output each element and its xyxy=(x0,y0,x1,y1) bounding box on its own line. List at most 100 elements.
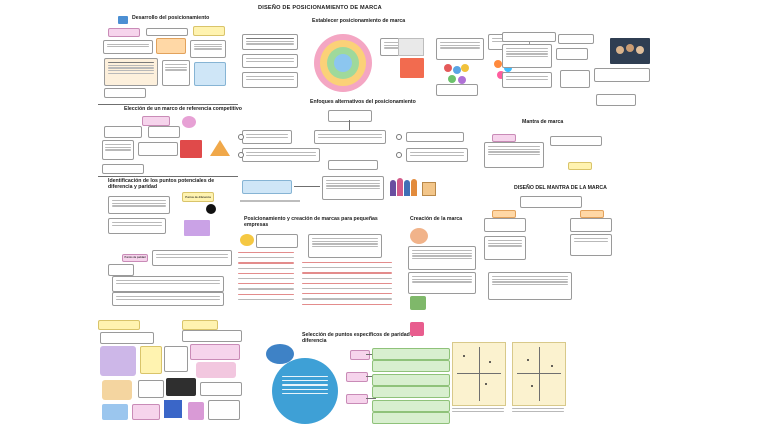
sticky-note[interactable] xyxy=(156,38,186,54)
note-box[interactable] xyxy=(242,34,298,50)
note-box[interactable] xyxy=(112,292,224,306)
note-box[interactable] xyxy=(484,218,526,232)
note-box[interactable] xyxy=(502,32,556,42)
sticky-note[interactable] xyxy=(242,180,292,194)
selection-notes[interactable] xyxy=(372,346,450,426)
note-box[interactable] xyxy=(112,276,224,292)
sticky-note[interactable] xyxy=(350,350,370,360)
note-box[interactable] xyxy=(328,110,372,122)
note-box[interactable] xyxy=(190,40,226,58)
sticky-note[interactable] xyxy=(190,344,240,360)
sticky-label[interactable]: Puntos de diferencia xyxy=(182,192,214,202)
section-desarrollo[interactable]: Desarrollo del posicionamiento xyxy=(98,14,228,98)
note-box[interactable] xyxy=(560,70,590,88)
note-box[interactable] xyxy=(103,40,153,54)
sticky-note[interactable] xyxy=(194,62,226,86)
note-box[interactable] xyxy=(436,84,478,96)
section-diseno-mantra[interactable]: DISEÑO DEL MANTRA DE LA MARCA xyxy=(480,184,620,264)
note-box[interactable] xyxy=(484,236,526,260)
sticky-note[interactable] xyxy=(372,386,450,398)
sticky-note[interactable] xyxy=(372,374,450,386)
section-collage[interactable] xyxy=(96,318,256,424)
note-box[interactable] xyxy=(164,346,188,372)
sticky-note[interactable] xyxy=(182,320,218,330)
sticky-note[interactable] xyxy=(568,162,592,170)
sticky-note[interactable] xyxy=(492,210,516,218)
note-box[interactable] xyxy=(570,234,612,256)
note-box[interactable] xyxy=(558,34,594,44)
numbered-marker xyxy=(238,152,244,158)
note-box[interactable] xyxy=(556,48,588,60)
note-box[interactable] xyxy=(322,176,384,200)
note-box[interactable] xyxy=(242,148,320,162)
sticky-note[interactable] xyxy=(580,210,604,218)
section-establecer-extra[interactable] xyxy=(498,28,658,108)
note-box[interactable] xyxy=(138,380,164,398)
section-title: Mantra de marca xyxy=(522,119,564,125)
note-box[interactable] xyxy=(488,272,572,300)
center-circle[interactable] xyxy=(272,358,338,424)
sticky-note[interactable] xyxy=(193,26,225,36)
sticky-note[interactable] xyxy=(372,400,450,412)
note-box[interactable] xyxy=(208,400,240,420)
section-seleccion-puntos[interactable]: Selección de puntos específicos de parid… xyxy=(262,330,442,428)
section-enfoques[interactable]: Enfoques alternativos del posicionamient… xyxy=(236,96,476,212)
sticky-note[interactable] xyxy=(492,134,516,142)
sticky-note[interactable] xyxy=(346,394,368,404)
note-box[interactable] xyxy=(328,160,378,170)
note-box[interactable] xyxy=(436,38,484,60)
sticky-note[interactable] xyxy=(108,28,140,37)
caption-block xyxy=(452,406,504,414)
note-box[interactable] xyxy=(138,142,178,156)
note-box[interactable] xyxy=(406,132,464,142)
note-box[interactable] xyxy=(100,332,154,344)
note-box[interactable] xyxy=(502,72,552,88)
section-eleccion-marco[interactable]: Elección de un marco de referencia compe… xyxy=(98,104,242,176)
note-box[interactable] xyxy=(502,44,552,68)
note-box[interactable] xyxy=(152,250,232,266)
sticky-note[interactable] xyxy=(372,412,450,424)
sticky-note[interactable] xyxy=(346,372,368,382)
note-box[interactable] xyxy=(146,28,188,36)
note-box[interactable] xyxy=(408,246,476,270)
note-box[interactable] xyxy=(102,140,134,160)
note-box[interactable] xyxy=(242,130,292,144)
section-establecer[interactable]: Establecer posicionamiento de marca xyxy=(240,14,550,100)
note-box[interactable] xyxy=(162,60,190,86)
section-creacion-marca[interactable]: Creación de la marca xyxy=(400,214,484,314)
note-box[interactable] xyxy=(596,94,636,106)
sticky-note[interactable] xyxy=(372,360,450,372)
sticky-note[interactable] xyxy=(140,346,162,374)
note-box[interactable] xyxy=(314,130,386,144)
note-box[interactable] xyxy=(408,272,476,294)
note-box[interactable] xyxy=(108,196,170,214)
sticky-note[interactable] xyxy=(98,320,140,330)
note-box[interactable] xyxy=(242,54,298,68)
note-box[interactable] xyxy=(242,72,298,88)
section-puntos-potenciales[interactable]: Identificación de los puntos potenciales… xyxy=(98,176,238,316)
note-box[interactable] xyxy=(148,126,180,138)
note-box[interactable] xyxy=(570,218,612,232)
section-pequenas-empresas[interactable]: Posicionamiento y creación de marcas par… xyxy=(232,214,396,334)
note-box[interactable] xyxy=(102,164,144,174)
note-box[interactable] xyxy=(520,196,582,208)
sticky-label[interactable]: Puntos de paridad xyxy=(122,254,148,262)
note-box[interactable] xyxy=(406,148,468,162)
note-box[interactable] xyxy=(108,218,166,234)
sticky-note[interactable] xyxy=(372,348,450,360)
note-box[interactable] xyxy=(104,58,158,86)
note-box[interactable] xyxy=(308,234,382,258)
note-box[interactable] xyxy=(550,136,602,146)
note-box[interactable] xyxy=(104,126,142,138)
note-box[interactable] xyxy=(594,68,650,82)
note-box[interactable] xyxy=(182,330,242,342)
note-box[interactable] xyxy=(256,234,298,248)
note-box[interactable] xyxy=(200,382,242,396)
section-mantra[interactable]: Mantra de marca xyxy=(480,118,610,178)
sticky-note[interactable] xyxy=(132,404,160,420)
note-box[interactable] xyxy=(104,88,146,98)
sticky-note[interactable] xyxy=(142,116,170,126)
note-box[interactable] xyxy=(484,142,544,168)
note-box[interactable] xyxy=(108,264,134,276)
section-title: Establecer posicionamiento de marca xyxy=(312,18,406,24)
